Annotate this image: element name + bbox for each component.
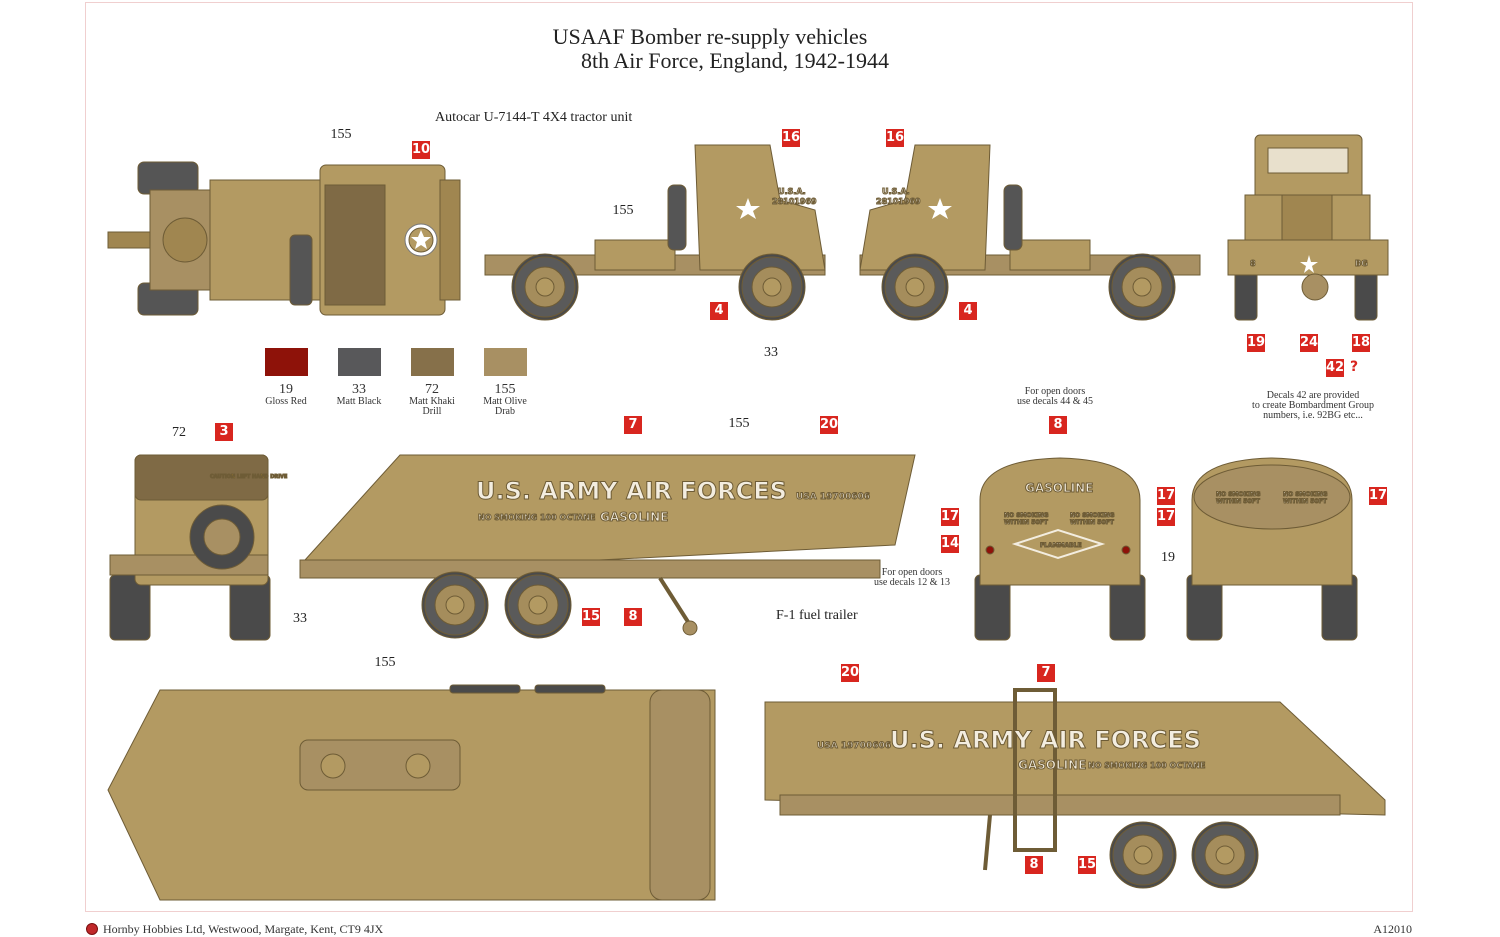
paint-ref-155: 155	[612, 203, 634, 218]
svg-text:NO SMOKING 100 OCTANE: NO SMOKING 100 OCTANE	[478, 513, 595, 522]
svg-text:NO SMOKING: NO SMOKING	[1283, 491, 1328, 498]
paint-ref-155: 155	[330, 127, 352, 142]
svg-text:28101969: 28101969	[876, 197, 921, 206]
tractor-label: Autocar U-7144-T 4X4 tractor unit	[435, 110, 633, 125]
svg-text:NO SMOKING: NO SMOKING	[1070, 512, 1115, 519]
swatch-matt-olive-drab	[484, 348, 527, 376]
svg-text:USA 19700606: USA 19700606	[796, 492, 870, 502]
decal-callout: 3	[215, 423, 233, 441]
svg-text:GASOLINE: GASOLINE	[1018, 758, 1086, 772]
paint-ref-155: 155	[728, 416, 750, 431]
decal-callout: 19	[1247, 334, 1266, 352]
svg-text:NO SMOKING: NO SMOKING	[1004, 512, 1049, 519]
trailer-rear-view-doors: GASOLINE NO SMOKING WITHIN 50FT NO SMOKI…	[974, 457, 1146, 641]
svg-text:WITHIN 50FT: WITHIN 50FT	[1070, 519, 1115, 526]
svg-text:WITHIN 50FT: WITHIN 50FT	[1216, 498, 1261, 505]
svg-text:U.S. ARMY AIR FORCES: U.S. ARMY AIR FORCES	[890, 726, 1201, 754]
decal-callout: 4	[959, 302, 977, 320]
paint-ref-19: 19	[1161, 550, 1175, 565]
svg-text:WITHIN 50FT: WITHIN 50FT	[1004, 519, 1049, 526]
callout-query-mark: ?	[1350, 359, 1359, 375]
paint-ref-72: 72	[172, 425, 186, 440]
decal-callout: 24	[1300, 334, 1319, 352]
svg-text:28101969: 28101969	[772, 197, 817, 206]
decal-callout: 7	[1037, 664, 1055, 682]
decal-callout: 20	[841, 664, 860, 682]
swatch-gloss-red	[265, 348, 308, 376]
decal-callout: 15	[1078, 856, 1097, 874]
svg-text:CAUTION LEFT HAND DRIVE: CAUTION LEFT HAND DRIVE	[210, 474, 288, 480]
paint-ref-33: 33	[764, 345, 778, 360]
svg-text:U.S.A.: U.S.A.	[882, 187, 910, 196]
paint-ref-155: 155	[374, 655, 396, 670]
swatch-matt-khaki-drill	[411, 348, 454, 376]
svg-text:8: 8	[1250, 259, 1256, 268]
sheet-subtitle: 8th Air Force, England, 1942-1944	[581, 48, 889, 73]
decal-callout: 16	[782, 129, 801, 147]
svg-text:GASOLINE: GASOLINE	[600, 510, 668, 524]
decal-callout: 8	[624, 608, 642, 626]
footer-company: Hornby Hobbies Ltd, Westwood, Margate, K…	[103, 922, 384, 936]
trailer-side-view-lower: USA 19700606 U.S. ARMY AIR FORCES GASOLI…	[764, 688, 1386, 889]
svg-text:U.S. ARMY AIR FORCES: U.S. ARMY AIR FORCES	[476, 477, 787, 505]
swatch-matt-black	[338, 348, 381, 376]
tractor-side-view-right: U.S.A. 28101969	[859, 144, 1201, 321]
svg-text:BG: BG	[1355, 259, 1368, 268]
decal-callout: 20	[820, 416, 839, 434]
decal-callout: 16	[886, 129, 905, 147]
svg-text:USA 19700606: USA 19700606	[817, 741, 891, 751]
trailer-side-view: U.S. ARMY AIR FORCES USA 19700606 NO SMO…	[299, 454, 916, 639]
decal-callout: 15	[582, 608, 601, 626]
svg-text:GASOLINE: GASOLINE	[1025, 481, 1093, 495]
decal-callout: 10	[412, 141, 431, 159]
svg-text:NO SMOKING 100 OCTANE: NO SMOKING 100 OCTANE	[1088, 761, 1205, 770]
airfix-logo-icon	[86, 923, 98, 935]
svg-text:WITHIN 50FT: WITHIN 50FT	[1283, 498, 1328, 505]
decal-callout: 14	[941, 535, 960, 553]
sheet-border	[85, 2, 1413, 912]
tractor-side-view-left: U.S.A. 28101969	[484, 144, 826, 321]
sheet-title: USAAF Bomber re-supply vehicles	[552, 24, 868, 49]
paint-ref-33: 33	[293, 611, 307, 626]
tractor-top-view	[107, 161, 461, 316]
trailer-top-view	[107, 684, 716, 901]
decal-callout: 8	[1025, 856, 1043, 874]
tractor-front-view: 8 BG	[1227, 134, 1389, 321]
trailer-label: F-1 fuel trailer	[776, 608, 858, 623]
decal-callout: 17	[1157, 487, 1176, 505]
decal-callout: 17	[1369, 487, 1388, 505]
tractor-rear-view: CAUTION LEFT HAND DRIVE	[109, 454, 288, 641]
svg-text:U.S.A.: U.S.A.	[778, 187, 806, 196]
decal-callout: 18	[1352, 334, 1371, 352]
decal-callout: 8	[1049, 416, 1067, 434]
decal-callout: 42	[1326, 359, 1345, 377]
decal-callout: 17	[941, 508, 960, 526]
decal-callout: 4	[710, 302, 728, 320]
footer-code: A12010	[1373, 922, 1412, 936]
svg-text:NO SMOKING: NO SMOKING	[1216, 491, 1261, 498]
trailer-rear-view-closed: NO SMOKING WITHIN 50FT NO SMOKING WITHIN…	[1186, 457, 1358, 641]
svg-text:FLAMMABLE: FLAMMABLE	[1040, 542, 1082, 549]
decal-callout: 17	[1157, 508, 1176, 526]
decal-callout: 7	[624, 416, 642, 434]
